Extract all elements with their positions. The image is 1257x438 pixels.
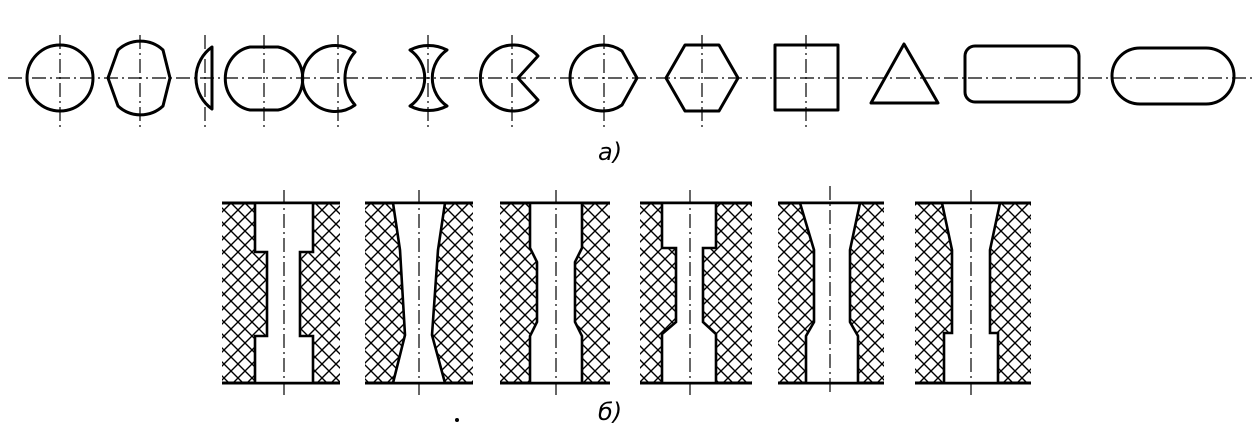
part-b-label: б) [598,398,622,426]
profile-circle-two-flats [106,35,172,128]
die-section-6 [915,190,1031,395]
profile-double-concave [408,35,449,128]
profile-circle-cut [223,35,305,128]
die-section-3 [500,190,610,395]
part-a-label: а) [598,138,622,166]
die-section-1 [222,190,340,395]
profile-circle-segment [194,35,214,128]
profile-rounded-rectangle [963,44,1081,104]
profile-hexagon [664,35,740,128]
die-section-5 [778,186,884,395]
die-section-4 [640,190,752,395]
part-a-profiles: а) [8,35,1252,166]
scan-dot [455,418,459,422]
part-b-die-sections: б) [222,186,1031,426]
die-section-2 [365,190,473,395]
profile-circle-notched [478,35,540,128]
profile-obround [1110,46,1236,106]
profile-circle [25,35,95,128]
profile-circle-one-flat [568,35,639,128]
profile-circle-one-concave-side [300,35,357,128]
profile-triangle [869,42,940,105]
profile-square [773,35,840,128]
